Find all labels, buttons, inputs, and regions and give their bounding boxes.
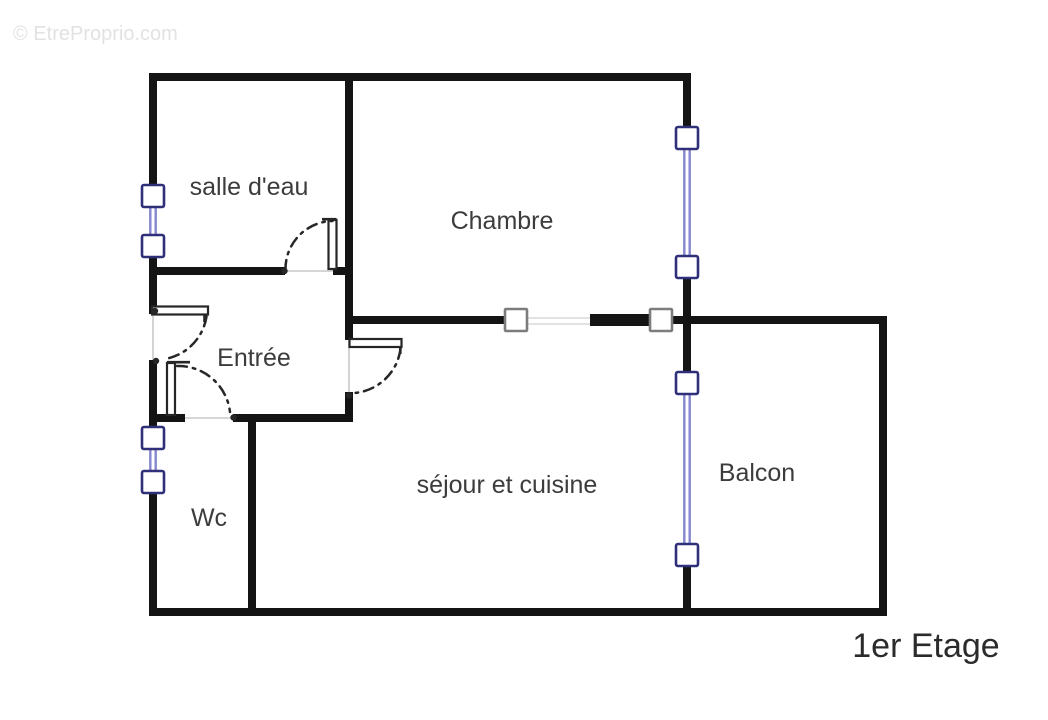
wall-right-2	[683, 278, 691, 372]
window-frame-icon	[674, 370, 700, 396]
wall-right-3	[683, 566, 691, 616]
window-frame-icon	[674, 254, 700, 280]
window-sejour-balcon	[674, 370, 700, 568]
door-leaf	[327, 218, 338, 271]
wall-balcony-right	[879, 316, 887, 616]
wall-bottom	[149, 608, 887, 616]
door-leaf	[348, 337, 403, 349]
wall-divider-lower	[345, 392, 353, 422]
door-swing-arc	[284, 219, 334, 272]
watermark-text: © EtreProprio.com	[13, 23, 178, 45]
wall-chambre-sejour	[345, 316, 505, 324]
window-chambre	[674, 125, 700, 280]
floor-title: 1er Etage	[852, 627, 999, 665]
room-label-entree: Entrée	[217, 344, 291, 372]
door-hinge-dot	[345, 392, 353, 399]
wall-divider-vertical	[345, 73, 353, 340]
wall-entree-bottom-left	[149, 414, 185, 422]
wall-left-1	[149, 73, 157, 185]
wall-entree-bottom-right	[233, 414, 353, 422]
window-frame-icon	[674, 125, 700, 151]
door-leaf	[150, 305, 210, 316]
room-label-sejour: séjour et cuisine	[417, 471, 598, 499]
door-salle-deau	[281, 217, 338, 275]
walls	[149, 73, 887, 616]
door-swing-arc	[163, 315, 208, 361]
window-frame-icon	[140, 183, 166, 209]
door-hinge-dot	[281, 267, 288, 275]
wall-left-3	[149, 360, 157, 427]
door-hinge-dot	[230, 414, 237, 421]
window-frame-icon	[140, 425, 166, 451]
sliding-door	[503, 307, 674, 333]
window-salle-deau	[140, 183, 166, 259]
sliding-door-end-icon	[648, 307, 674, 333]
window-frame-icon	[674, 542, 700, 568]
door-hinge-dot	[151, 307, 159, 315]
sliding-door-end-icon	[503, 307, 529, 333]
window-frame-icon	[140, 469, 166, 495]
room-label-balcon: Balcon	[719, 459, 795, 487]
wall-right-1	[683, 73, 691, 127]
door-swing-arc	[175, 364, 232, 414]
window-frame-icon	[140, 233, 166, 259]
door-hinge-dot	[152, 357, 160, 365]
wall-balcony-top	[672, 316, 887, 324]
door-openings	[152, 270, 350, 419]
wall-salle-deau-bottom	[149, 267, 285, 275]
sliding-door-panel	[590, 314, 652, 326]
door-entree-inner	[165, 360, 237, 421]
window-wc	[140, 425, 166, 495]
wall-salle-deau-jamb	[333, 267, 353, 275]
wall-left-4	[149, 493, 157, 616]
wall-left-2	[149, 257, 157, 314]
wall-top	[149, 73, 691, 81]
door-leaf	[165, 361, 177, 417]
door-entry	[150, 305, 210, 365]
wall-wc-right	[248, 422, 256, 616]
door-sejour	[345, 337, 403, 399]
room-label-chambre: Chambre	[451, 207, 554, 235]
room-label-wc: Wc	[191, 504, 227, 532]
door-swing-arc	[353, 347, 402, 395]
room-label-salle-deau: salle d'eau	[190, 173, 309, 201]
